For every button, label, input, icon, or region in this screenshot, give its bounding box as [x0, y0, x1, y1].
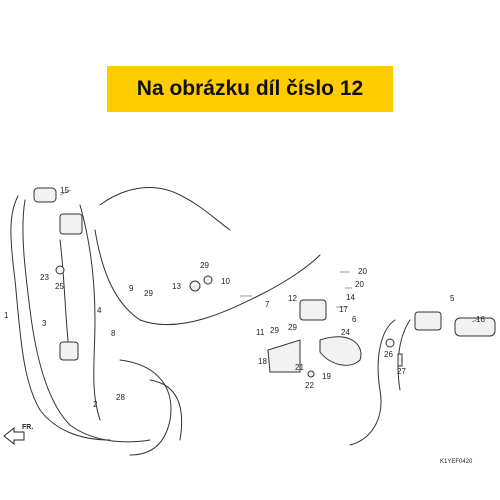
cable-4 — [79, 204, 101, 421]
fitting-10 — [203, 275, 213, 285]
right-grip-16 — [454, 317, 496, 337]
callout-18: 18 — [258, 357, 267, 366]
callout-23: 23 — [40, 273, 49, 282]
bolt-26 — [385, 338, 395, 348]
part-number-banner: Na obrázku díl číslo 12 — [107, 66, 393, 112]
banner-text: Na obrázku díl číslo 12 — [136, 77, 364, 100]
callout-21: 21 — [295, 363, 304, 372]
switch-housing-left — [59, 341, 79, 361]
fitting-13 — [189, 280, 201, 292]
bolt-25 — [55, 265, 65, 275]
throttle-grip — [33, 187, 57, 203]
callout-20a: 20 — [358, 267, 367, 276]
direction-label: FR. — [22, 424, 33, 431]
callout-29b: 29 — [200, 261, 209, 270]
callout-19: 19 — [322, 372, 331, 381]
callout-7: 7 — [265, 300, 270, 309]
callout-6: 6 — [352, 315, 357, 324]
callout-16: 16 — [476, 315, 485, 324]
callout-1: 1 — [4, 311, 9, 320]
bolt-22 — [307, 370, 315, 378]
lever-19 — [319, 336, 362, 366]
cable-8b — [94, 229, 321, 326]
callout-15: 15 — [60, 186, 69, 195]
callout-12: 12 — [288, 294, 297, 303]
diagram-code: K1YEF0420 — [440, 459, 473, 465]
callout-2: 2 — [93, 400, 98, 409]
lever-bracket-18 — [267, 339, 301, 373]
callout-5: 5 — [450, 294, 455, 303]
callout-25: 25 — [55, 282, 64, 291]
cable-2 — [119, 359, 172, 456]
cable-lower — [149, 379, 183, 441]
callout-27: 27 — [397, 367, 406, 376]
callout-8: 8 — [111, 329, 116, 338]
callout-14: 14 — [346, 293, 355, 302]
callout-17: 17 — [339, 305, 348, 314]
throttle-housing — [59, 213, 83, 235]
callout-29a: 29 — [144, 289, 153, 298]
callout-9: 9 — [129, 284, 134, 293]
callout-26: 26 — [384, 350, 393, 359]
callout-11: 11 — [256, 328, 265, 337]
bolt-27 — [397, 353, 403, 367]
right-switch-housing — [414, 311, 442, 331]
callout-29d: 29 — [288, 323, 297, 332]
front-direction-arrow: FR. — [3, 424, 33, 446]
callout-24: 24 — [341, 328, 350, 337]
callout-28: 28 — [116, 393, 125, 402]
callout-13: 13 — [172, 282, 181, 291]
callout-3: 3 — [42, 319, 47, 328]
callout-29c: 29 — [270, 326, 279, 335]
callout-20b: 20 — [355, 280, 364, 289]
clutch-holder — [299, 299, 327, 321]
cable-3 — [22, 199, 151, 443]
callout-22: 22 — [305, 381, 314, 390]
callout-10: 10 — [221, 277, 230, 286]
callout-4: 4 — [97, 306, 102, 315]
cable-8 — [99, 187, 231, 231]
right-cable-b — [397, 319, 411, 391]
right-cable — [349, 319, 396, 446]
cable-1 — [10, 195, 111, 441]
